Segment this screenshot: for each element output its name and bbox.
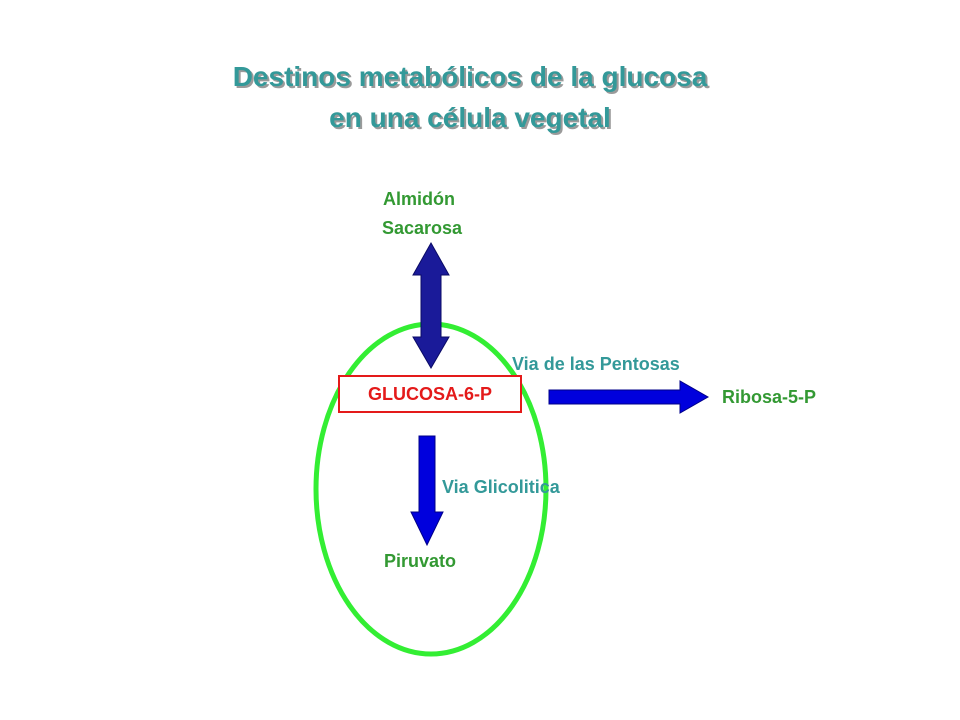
slide-title-line-1: Destinos metabólicos de la glucosa: [232, 61, 708, 92]
double-arrow-storage: [412, 241, 450, 369]
arrow-glycolysis: [410, 435, 444, 547]
slide-title-line-2: en una célula vegetal: [329, 102, 611, 133]
label-ribosa-5-p: Ribosa-5-P: [722, 387, 817, 407]
arrow-pentose: [548, 380, 710, 414]
label-almidon: Almidón: [383, 189, 455, 209]
label-via-pentosas: Via de las Pentosas: [512, 354, 680, 374]
glucosa-6-p-box: GLUCOSA-6-P: [338, 375, 522, 413]
label-piruvato: Piruvato: [384, 551, 457, 571]
label-via-glicolitica: Via Glicolitica: [442, 477, 560, 497]
label-sacarosa: Sacarosa: [382, 218, 463, 238]
glucosa-6-p-label: GLUCOSA-6-P: [367, 383, 492, 404]
